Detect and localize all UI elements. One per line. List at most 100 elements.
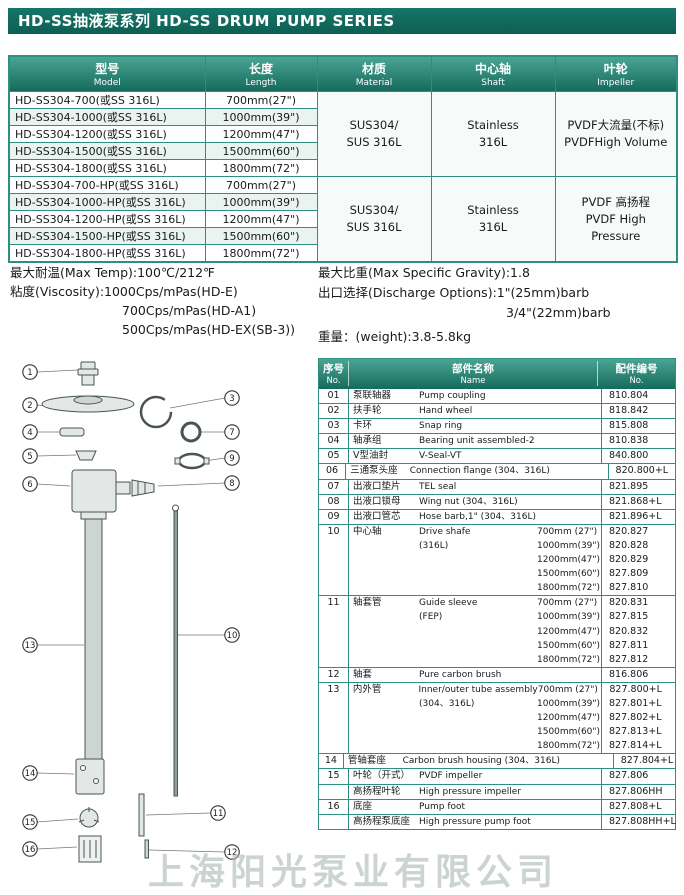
- hand-wheel-part: [41, 395, 135, 413]
- spec-row: HD-SS304-700(或SS 316L) 700mm(27") SUS304…: [8, 91, 678, 177]
- watermark: 上海阳光泵业有限公司: [148, 852, 559, 893]
- material-cell: SUS304/SUS 316L: [316, 91, 432, 177]
- parts-row: 1500mm(60")827.809: [319, 567, 675, 582]
- callout-4: 4: [22, 424, 38, 440]
- spec-row: HD-SS304-1200-HP(或SS 316L) 1200mm(47"): [8, 210, 677, 228]
- exploded-pump-diagram: 1 2 3 4 5 6 7 8 9 10 11 12 13 14 15 16: [22, 361, 240, 863]
- parts-row: 1800mm(72")827.810: [319, 581, 675, 596]
- drive-shaft-part: [172, 504, 179, 797]
- material-cell: SUS304/SUS 316L: [316, 176, 432, 263]
- callout-3: 3: [224, 390, 240, 406]
- parts-row: 1200mm(47")827.802+L: [319, 711, 675, 726]
- model-cell: HD-SS304-700-HP(或SS 316L): [8, 176, 206, 194]
- length-cell: 1200mm(47"): [204, 210, 318, 228]
- svg-text:8: 8: [229, 479, 234, 489]
- spec-row: HD-SS304-700-HP(或SS 316L) 700mm(27") SUS…: [8, 176, 678, 263]
- callout-13: 13: [22, 637, 38, 653]
- svg-text:1: 1: [27, 368, 32, 378]
- length-cell: 1500mm(60"): [204, 227, 318, 245]
- impeller-cell: PVDF大流量(不标)PVDFHigh Volume: [554, 91, 678, 177]
- pump-coupling-part: [77, 361, 99, 386]
- carbon-brush-housing-part: [75, 758, 105, 795]
- length-cell: 1800mm(72"): [204, 244, 318, 263]
- wing-nut-part: [174, 452, 210, 470]
- svg-text:6: 6: [27, 480, 32, 490]
- note-viscosity: 粘度(Viscosity):1000Cps/mPas(HD-E): [10, 284, 238, 299]
- model-cell: HD-SS304-1000-HP(或SS 316L): [8, 193, 206, 211]
- parts-row: 1200mm(47")820.832: [319, 624, 675, 639]
- parts-row: 1500mm(60")827.811: [319, 638, 675, 653]
- svg-text:2: 2: [27, 401, 32, 411]
- page-title: HD-SS抽液泵系列 HD-SS DRUM PUMP SERIES: [8, 8, 676, 34]
- svg-text:12: 12: [227, 848, 238, 858]
- svg-text:16: 16: [25, 845, 36, 855]
- length-cell: 1800mm(72"): [204, 159, 318, 177]
- parts-row: 1800mm(72")827.814+L: [319, 739, 675, 754]
- svg-text:7: 7: [229, 428, 234, 438]
- callout-7: 7: [224, 424, 240, 440]
- svg-text:13: 13: [25, 641, 36, 651]
- svg-text:15: 15: [25, 818, 36, 828]
- svg-text:9: 9: [229, 454, 234, 464]
- callout-6: 6: [22, 476, 38, 492]
- parts-row: (FEP)1000mm(39")827.815: [319, 610, 675, 625]
- length-cell: 700mm(27"): [204, 91, 318, 109]
- spec-row: HD-SS304-1500(或SS 316L) 1500mm(60"): [8, 142, 677, 160]
- callout-14: 14: [22, 765, 38, 781]
- parts-row: 1200mm(47")820.829: [319, 553, 675, 568]
- impeller-part: [78, 807, 100, 828]
- snap-ring-part: [139, 395, 173, 429]
- callout-5: 5: [22, 448, 38, 464]
- parts-row: (304、316L)1000mm(39")827.801+L: [319, 696, 675, 712]
- callout-8: 8: [224, 475, 240, 491]
- length-cell: 700mm(27"): [204, 176, 318, 194]
- note-discharge-2: 3/4"(22mm)barb: [506, 305, 611, 320]
- pump-head-part: [71, 469, 155, 513]
- callout-1: 1: [22, 364, 38, 380]
- leader-lines: [36, 369, 226, 853]
- length-cell: 1000mm(39"): [204, 108, 318, 126]
- callout-12: 12: [224, 844, 240, 860]
- model-cell: HD-SS304-1200(或SS 316L): [8, 125, 206, 143]
- parts-row: (316L)1000mm(39")820.828: [319, 538, 675, 554]
- svg-text:14: 14: [25, 769, 36, 779]
- pump-parts: [41, 361, 210, 863]
- note-max-temp: 最大耐温(Max Temp):100℃/212℉: [10, 265, 215, 280]
- outer-tube-part: [80, 511, 107, 765]
- note-gravity: 最大比重(Max Specific Gravity):1.8: [318, 265, 530, 280]
- length-cell: 1500mm(60"): [204, 142, 318, 160]
- model-cell: HD-SS304-700(或SS 316L): [8, 91, 206, 109]
